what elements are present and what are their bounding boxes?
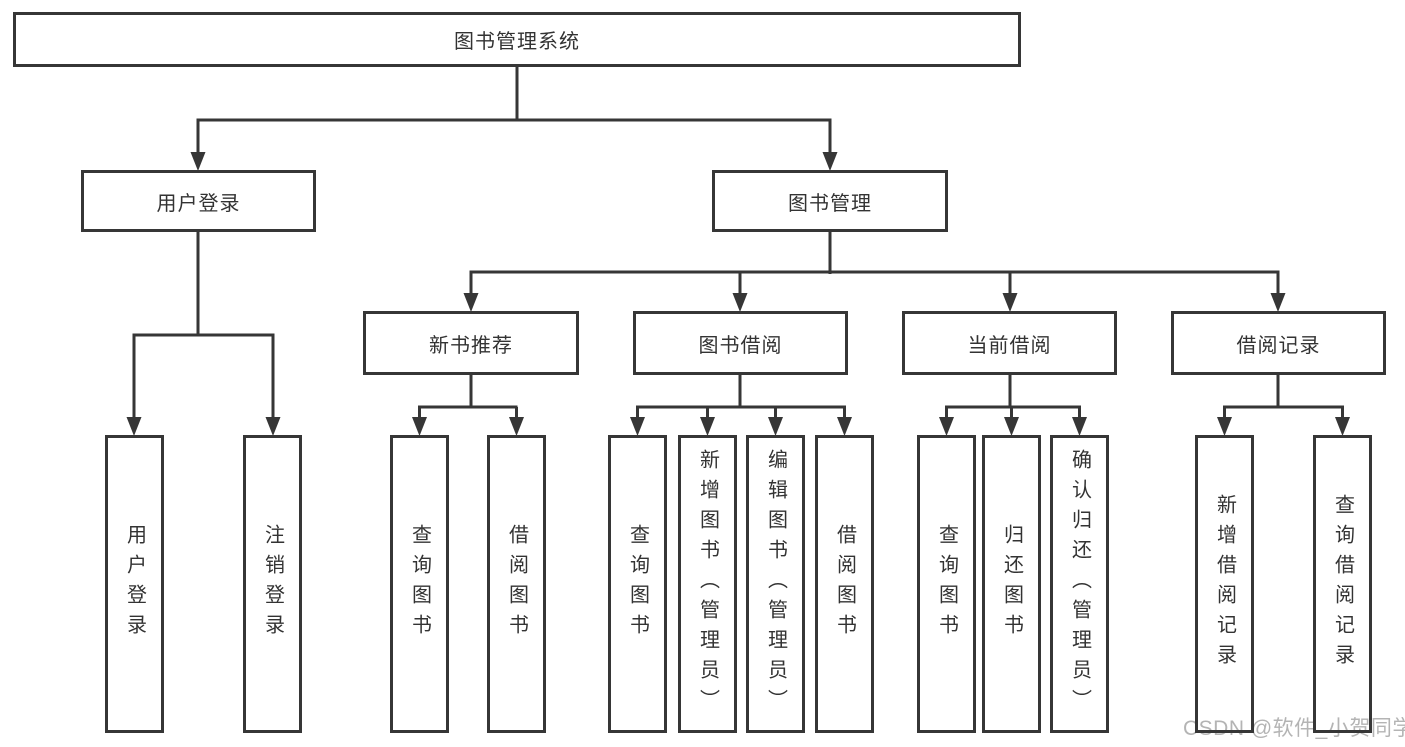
node-leaf-user-login: 用户登录	[105, 435, 164, 733]
node-leaf-logout-label: 注销登录	[261, 524, 284, 644]
node-book-borrowing-label: 图书借阅	[698, 334, 783, 357]
node-current-borrowing-label: 当前借阅	[967, 334, 1052, 357]
node-book-borrowing: 图书借阅	[633, 311, 848, 375]
node-leaf-query-books-3-label: 查询图书	[935, 524, 958, 644]
node-borrowing-records: 借阅记录	[1171, 311, 1386, 375]
node-leaf-edit-books-admin-label: 编辑图书（管理员）	[764, 449, 787, 719]
node-book-management-branch: 图书管理	[712, 170, 948, 232]
node-leaf-query-books-2: 查询图书	[608, 435, 667, 733]
node-user-login-branch-label: 用户登录	[156, 192, 241, 215]
node-leaf-confirm-return-admin: 确认归还（管理员）	[1050, 435, 1109, 733]
node-root-system-label: 图书管理系统	[454, 31, 580, 53]
node-new-book-recommend: 新书推荐	[363, 311, 579, 375]
node-leaf-add-borrow-record-label: 新增借阅记录	[1213, 494, 1236, 674]
node-leaf-query-books-1-label: 查询图书	[408, 524, 431, 644]
node-book-management-branch-label: 图书管理	[788, 192, 872, 215]
node-leaf-user-login-label: 用户登录	[123, 524, 146, 644]
node-leaf-borrow-books-2: 借阅图书	[815, 435, 874, 733]
node-leaf-query-borrow-record-label: 查询借阅记录	[1331, 494, 1354, 674]
node-user-login-branch: 用户登录	[81, 170, 316, 232]
node-leaf-return-books-label: 归还图书	[1000, 524, 1023, 644]
csdn-watermark: CSDN @软件_小贺同学	[1183, 717, 1405, 740]
node-leaf-query-books-3: 查询图书	[917, 435, 976, 733]
node-leaf-add-books-admin: 新增图书（管理员）	[678, 435, 737, 733]
node-new-book-recommend-label: 新书推荐	[429, 334, 513, 357]
node-leaf-borrow-books-1-label: 借阅图书	[505, 524, 528, 644]
node-leaf-borrow-books-2-label: 借阅图书	[833, 524, 856, 644]
node-leaf-return-books: 归还图书	[982, 435, 1041, 733]
node-leaf-add-books-admin-label: 新增图书（管理员）	[696, 449, 719, 719]
node-leaf-add-borrow-record: 新增借阅记录	[1195, 435, 1254, 733]
node-leaf-query-books-1: 查询图书	[390, 435, 449, 733]
node-leaf-logout: 注销登录	[243, 435, 302, 733]
node-leaf-borrow-books-1: 借阅图书	[487, 435, 546, 733]
node-root-system: 图书管理系统	[13, 12, 1021, 67]
node-current-borrowing: 当前借阅	[902, 311, 1117, 375]
node-leaf-confirm-return-admin-label: 确认归还（管理员）	[1068, 449, 1091, 719]
node-leaf-query-books-2-label: 查询图书	[626, 524, 649, 644]
node-leaf-edit-books-admin: 编辑图书（管理员）	[746, 435, 805, 733]
node-leaf-query-borrow-record: 查询借阅记录	[1313, 435, 1372, 733]
node-borrowing-records-label: 借阅记录	[1236, 334, 1321, 357]
